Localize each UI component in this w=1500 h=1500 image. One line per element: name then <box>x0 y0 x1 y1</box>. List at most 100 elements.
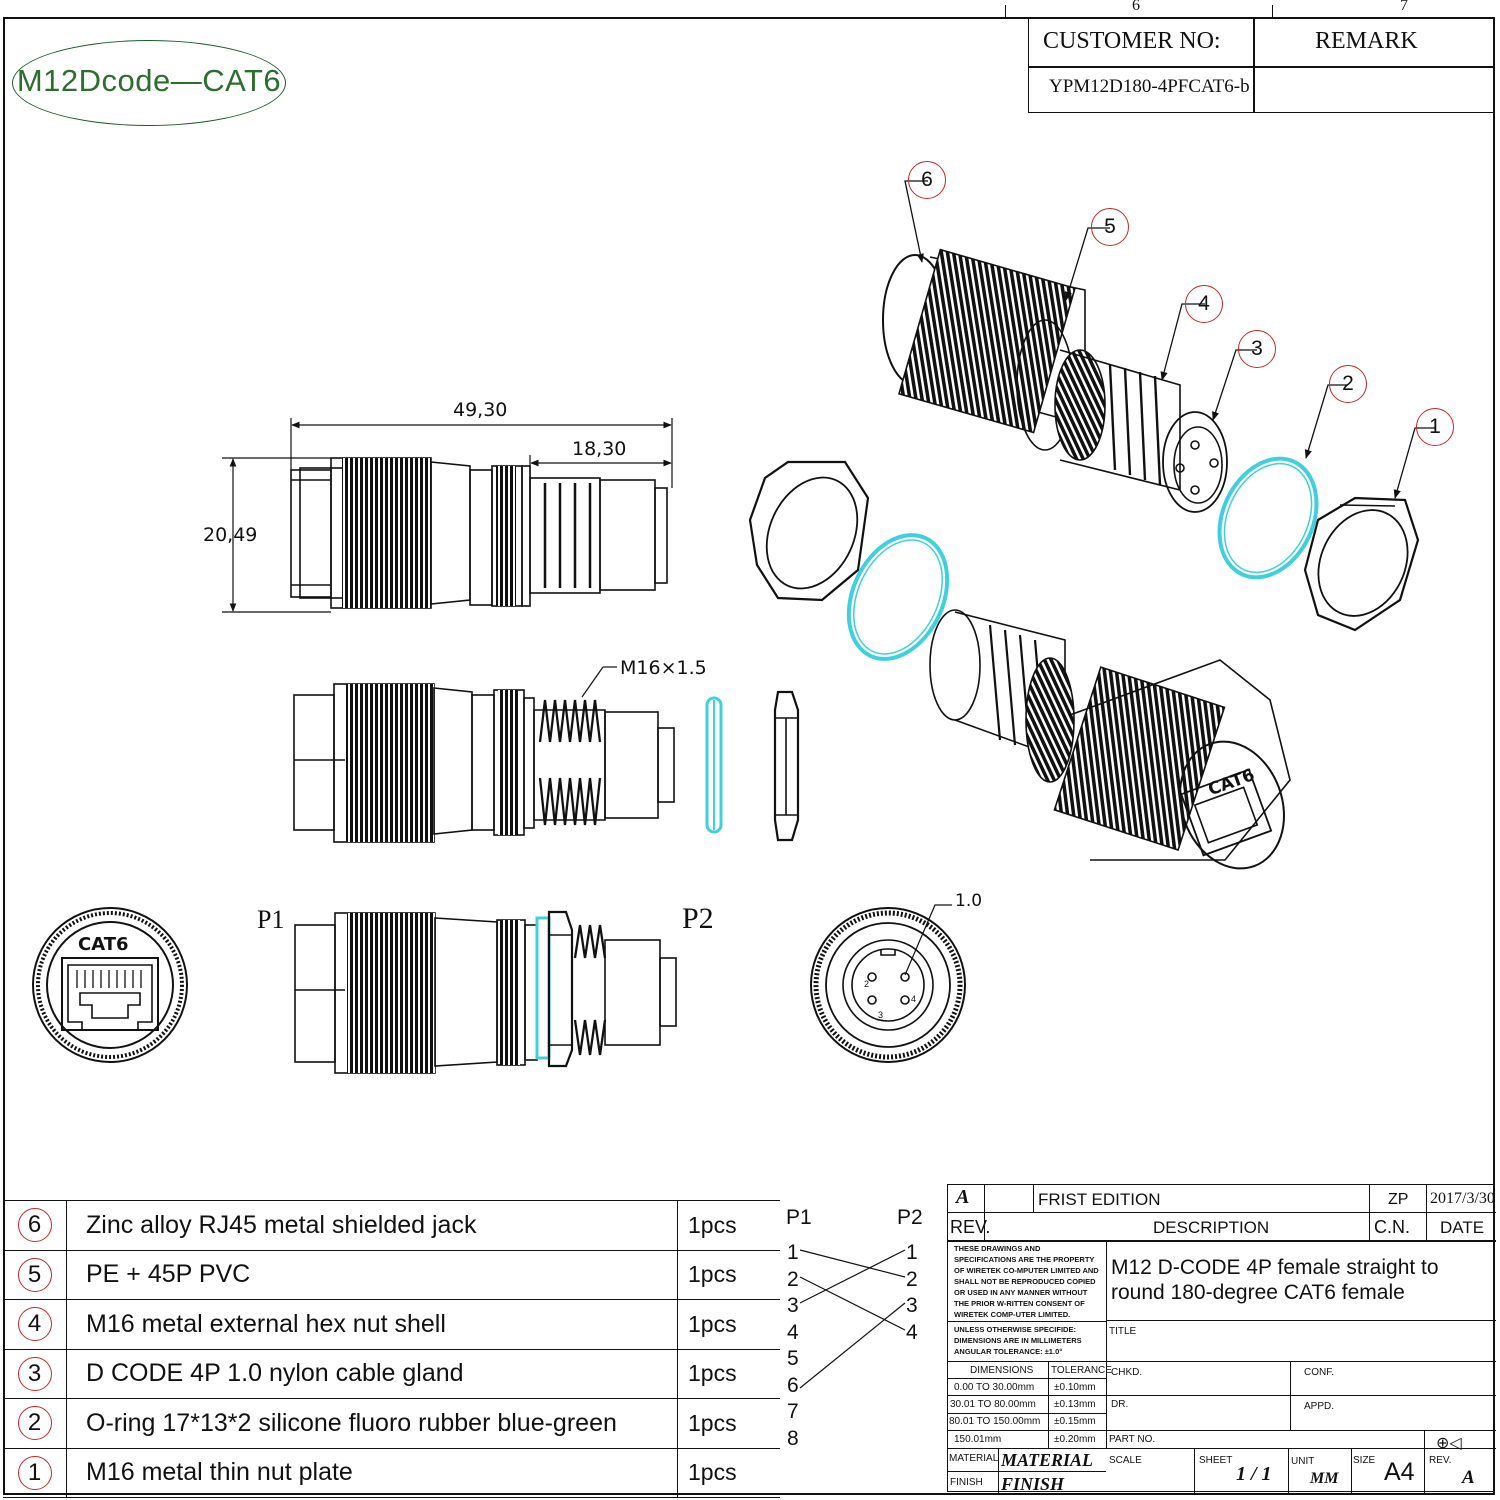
end-view-rj45 <box>32 907 188 1063</box>
tb-notice: THESE DRAWINGS AND SPECIFICATIONS ARE TH… <box>954 1244 1099 1319</box>
tb-tol-value: ±0.20mm <box>1054 1434 1096 1445</box>
callout-2: 2 <box>1329 365 1367 403</box>
end-view-m12: 2 3 4 <box>810 904 966 1063</box>
dim-overall-length: 49,30 <box>453 399 508 421</box>
drawing-frame <box>3 17 1495 1495</box>
svg-text:3: 3 <box>878 1010 883 1020</box>
tb-date-value: 2017/3/30 <box>1430 1190 1495 1207</box>
tb-sheet-label: SHEET <box>1199 1455 1233 1466</box>
bom-item-no: 3 <box>17 1356 52 1391</box>
tb-dr: DR. <box>1111 1399 1129 1410</box>
side-view-2 <box>293 683 675 843</box>
bom-row: 3 D CODE 4P 1.0 nylon cable gland 1pcs <box>3 1349 780 1399</box>
iso-nut-right <box>1303 496 1420 632</box>
tb-tol-value: ±0.15mm <box>1054 1416 1096 1427</box>
tb-material-value: MATERIAL <box>1001 1450 1094 1470</box>
callout-1: 1 <box>1416 408 1454 446</box>
tb-sheet-value: 1 / 1 <box>1236 1463 1272 1485</box>
tb-chkd: CHKD. <box>1111 1367 1143 1378</box>
column-6: 6 <box>1132 0 1140 14</box>
tb-size-label: SIZE <box>1353 1455 1376 1466</box>
dim-thread-length: 18,30 <box>572 438 627 460</box>
bom-description: Zinc alloy RJ45 metal shielded jack <box>67 1201 678 1250</box>
tb-tol-range: 0.00 TO 30.00mm <box>954 1382 1035 1393</box>
column-7: 7 <box>1400 0 1408 14</box>
bom-description: M16 metal thin nut plate <box>67 1448 678 1497</box>
iso-assembly-top <box>882 248 1228 513</box>
bom-qty: 1pcs <box>688 1459 737 1486</box>
tb-size-value: A4 <box>1384 1458 1415 1486</box>
tb-dimensions-label: DIMENSIONS <box>970 1365 1034 1376</box>
bom-row: 6 Zinc alloy RJ45 metal shielded jack 1pcs <box>3 1201 780 1251</box>
bom-item-no: 5 <box>17 1257 52 1292</box>
tb-tol-range: 150.01mm <box>954 1434 1002 1445</box>
tb-rev-label: REV. <box>950 1217 991 1237</box>
side-view-1 <box>290 457 668 609</box>
model-badge: M12Dcode—CAT6 <box>12 40 286 126</box>
tb-tol-range: 80.01 TO 150.00mm <box>949 1416 1041 1427</box>
bom-qty: 1pcs <box>688 1310 737 1337</box>
tb-tol-value: ±0.10mm <box>1054 1382 1096 1393</box>
tb-material-label: MATERIAL <box>949 1453 999 1464</box>
port-p1-label: P1 <box>257 905 285 934</box>
tb-finish-label: FINISH <box>950 1477 983 1488</box>
iso-assembly-bottom <box>929 609 1291 870</box>
tb-tol-value: ±0.13mm <box>1054 1399 1096 1410</box>
bom-description: M16 metal external hex nut shell <box>67 1300 678 1349</box>
tb-scale-label: SCALE <box>1109 1455 1142 1466</box>
tb-rev2-label: REV. <box>1429 1455 1452 1466</box>
tb-part-no: PART NO. <box>1109 1434 1156 1445</box>
bom-qty: 1pcs <box>688 1211 737 1238</box>
tb-unless-note: UNLESS OTHERWISE SPECIFIDE: DIMENSIONS A… <box>954 1325 1082 1356</box>
wiring-p1-label: P1 <box>786 1206 812 1229</box>
tb-tolerance-label: TOLERANCE <box>1051 1365 1112 1376</box>
iso-cat6-label: CAT6 <box>1206 765 1258 800</box>
wiring-lines <box>799 1249 906 1389</box>
tb-drawing-description: M12 D-CODE 4P female straight to round 1… <box>1111 1256 1439 1304</box>
projection-icon: ⊕◁ <box>1436 1435 1462 1452</box>
side-view-3 <box>294 910 677 1074</box>
title-block: A FRIST EDITION ZP 2017/3/30 REV. DESCRI… <box>947 1184 1496 1494</box>
tb-date-label: DATE <box>1440 1218 1485 1237</box>
tb-rev-letter: A <box>956 1186 970 1208</box>
tb-finish-value: FINISH <box>1001 1474 1065 1494</box>
dim-pin-diameter: 1.0 <box>955 891 983 911</box>
bill-of-materials: 6 Zinc alloy RJ45 metal shielded jack 1pcs… <box>3 1200 780 1498</box>
dim-diameter: 20,49 <box>203 524 258 546</box>
tb-rev2-value: A <box>1462 1467 1475 1488</box>
tb-title-label: TITLE <box>1109 1326 1137 1337</box>
tb-unit-label: UNIT <box>1291 1456 1315 1467</box>
customer-no-value: YPM12D180-4PFCAT6-b <box>1049 76 1250 97</box>
dim-thread-spec: M16×1.5 <box>620 657 707 679</box>
customer-no-label: CUSTOMER NO: <box>1043 28 1221 54</box>
iso-nut-left <box>748 460 870 602</box>
bom-row: 4 M16 metal external hex nut shell 1pcs <box>3 1300 780 1350</box>
tb-edition: FRIST EDITION <box>1038 1190 1161 1209</box>
port-p2-label: P2 <box>682 902 714 935</box>
remark-label: REMARK <box>1315 28 1418 54</box>
wiring-p2-label: P2 <box>897 1206 923 1229</box>
bom-qty: 1pcs <box>688 1360 737 1387</box>
tb-zp: ZP <box>1388 1191 1409 1208</box>
callout-3: 3 <box>1238 330 1276 368</box>
bom-item-no: 4 <box>17 1307 52 1342</box>
rj45-cat6-label: CAT6 <box>78 934 129 955</box>
bom-qty: 1pcs <box>688 1261 737 1288</box>
column-ruler: 6 7 <box>1005 0 1495 17</box>
svg-text:2: 2 <box>864 979 869 989</box>
callout-4: 4 <box>1185 285 1223 323</box>
tb-description-label: DESCRIPTION <box>1153 1218 1270 1237</box>
tb-conf: CONF. <box>1304 1367 1334 1378</box>
customer-header-box: CUSTOMER NO: REMARK YPM12D180-4PFCAT6-b <box>1028 17 1494 113</box>
dimension-lines <box>222 418 673 613</box>
bom-item-no: 2 <box>17 1406 52 1441</box>
callout-6: 6 <box>908 161 946 199</box>
tb-unit-value: MM <box>1310 1470 1339 1487</box>
bom-item-no: 6 <box>17 1208 52 1243</box>
svg-text:4: 4 <box>911 994 916 1004</box>
bom-description: D CODE 4P 1.0 nylon cable gland <box>67 1349 678 1398</box>
